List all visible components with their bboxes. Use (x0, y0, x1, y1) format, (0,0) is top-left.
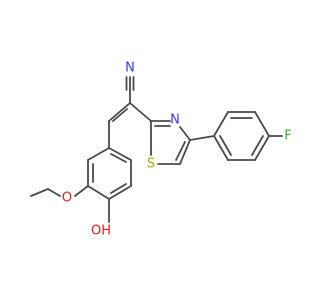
fluorophenyl-bond-6 (213, 135, 229, 161)
fluorophenyl-ring: F (189, 111, 292, 161)
thiazole-n3-c4-bond (179, 126, 191, 141)
thiazole-sulfur-label: S (147, 157, 155, 172)
phenol-inner-double-2 (110, 183, 127, 194)
molecule-structure-diagram: N N S F (30, 61, 292, 239)
fluorine-label: F (284, 129, 291, 144)
hydroxyl-label: OH (91, 224, 111, 239)
thiazole-to-fluorophenyl-bond (189, 135, 215, 141)
phenol-bond-4 (108, 185, 132, 200)
thiazole-c4-c5-bond (179, 139, 191, 165)
fluorophenyl-bond-1 (213, 111, 229, 137)
nitrile-group: N (125, 61, 135, 104)
phenol-bond-3 (87, 185, 110, 200)
phenol-bond-6 (108, 147, 132, 161)
thiazole-ring: N S (147, 113, 191, 172)
ethoxy-ch2-ch3-bond (30, 188, 49, 197)
vinyl-linkage (108, 102, 152, 149)
nitrile-nitrogen-label: N (125, 61, 135, 76)
thiazole-c4-c5-double (175, 141, 186, 161)
ethoxy-aryl-o-bond (74, 185, 89, 197)
phenol-inner-double-3 (110, 153, 127, 163)
ethoxy-o-ch2-bond (47, 188, 61, 197)
vinyl-double-bond-outer (108, 102, 131, 122)
vinyl-to-thiazole-bond (129, 102, 152, 122)
vinyl-double-bond-inner (112, 108, 128, 122)
fluorophenyl-bond-4 (254, 135, 270, 161)
fluorophenyl-inner-double-3 (219, 135, 232, 156)
phenol-bond-1 (87, 147, 110, 161)
thiazole-nitrogen-label: N (170, 113, 180, 128)
fluorophenyl-inner-double-2 (251, 135, 264, 156)
hydroxyl-group: OH (91, 198, 111, 239)
ethoxy-oxygen-label: O (62, 191, 72, 206)
phenol-ring (87, 147, 132, 200)
fluorophenyl-bond-3 (254, 111, 270, 137)
ethoxy-group: O (30, 185, 89, 206)
